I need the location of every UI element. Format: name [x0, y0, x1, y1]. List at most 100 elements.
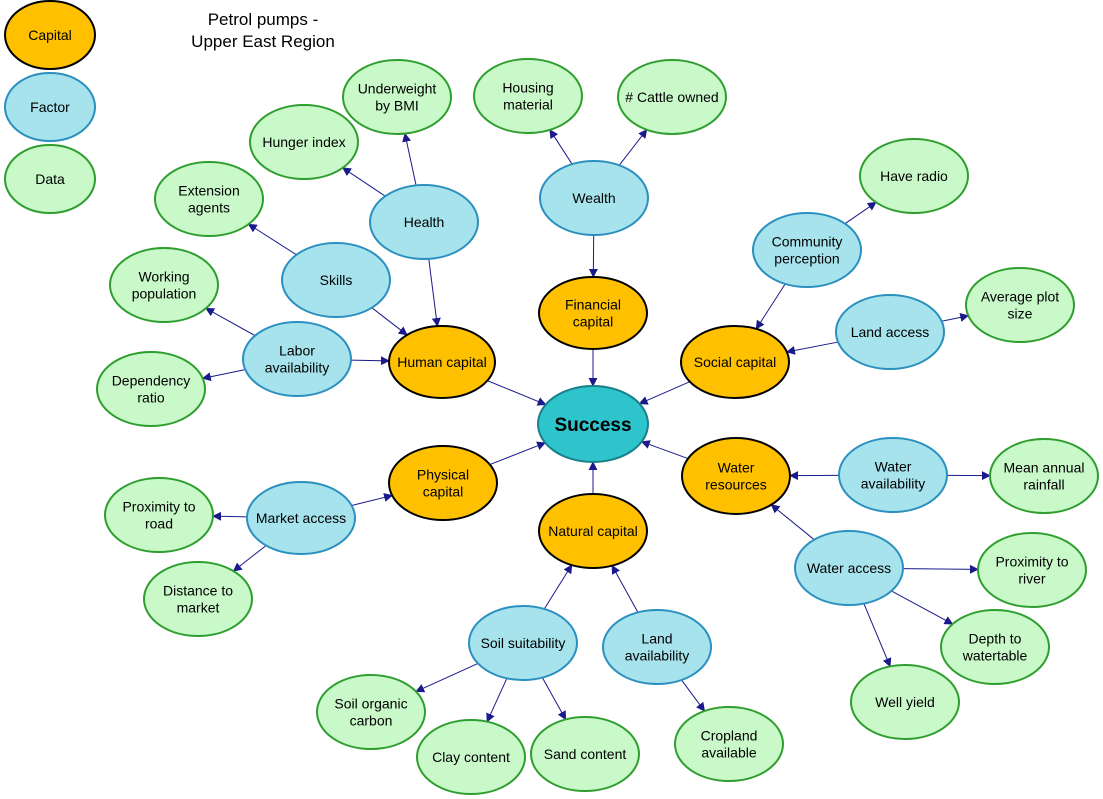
edge-landaccess-to-plotsize: [941, 312, 970, 322]
legend-label-factor: Factor: [30, 99, 70, 115]
legend-label-data: Data: [35, 171, 65, 187]
success-label: Success: [554, 415, 631, 436]
edge-labor-to-working: [205, 307, 256, 337]
cropland-label: available: [701, 745, 756, 761]
wateravail-ellipse: [838, 437, 948, 513]
edge-wateraccess-to-proxriver: [902, 564, 979, 574]
proxroad-label: road: [145, 516, 173, 532]
cattle-ellipse: [617, 59, 727, 135]
skills-ellipse: [281, 242, 391, 318]
landavail-ellipse: [602, 609, 712, 685]
extension-label: agents: [188, 200, 230, 216]
hunger-ellipse: [249, 104, 359, 180]
market-ellipse: [246, 481, 356, 555]
sand-ellipse: [530, 716, 640, 792]
dependency-label: Dependency: [112, 373, 191, 389]
legend-swatch-data: [4, 144, 96, 214]
edge-market-to-proxroad: [212, 511, 248, 521]
waterres-label: resources: [705, 477, 766, 493]
soilcarbon-ellipse: [316, 674, 426, 750]
edge-landavail-to-natural: [611, 564, 639, 613]
waterres-label: Water: [718, 460, 755, 476]
cropland-label: Cropland: [701, 728, 758, 744]
edge-soil-to-sand: [541, 677, 567, 721]
edge-skills-to-human: [371, 307, 408, 336]
success-node: Success: [537, 385, 649, 463]
social-node: Social capital: [680, 325, 790, 399]
soilcarbon-label: carbon: [350, 713, 393, 729]
sand-label: Sand content: [544, 746, 627, 762]
legend-item-capital: Capital: [4, 0, 96, 70]
social-label: Social capital: [694, 354, 777, 370]
skills-node: Skills: [281, 242, 391, 318]
natural-node: Natural capital: [538, 493, 648, 569]
diagram-title: Petrol pumps - Upper East Region: [191, 10, 335, 51]
radio-label: Have radio: [880, 168, 948, 184]
edge-waterres-to-success: [640, 440, 689, 460]
physical-ellipse: [388, 445, 498, 521]
edge-wealth-to-cattle: [618, 128, 648, 166]
edge-soil-to-clay: [486, 678, 508, 723]
title-line-1: Petrol pumps -: [208, 10, 319, 29]
market-node: Market access: [246, 481, 356, 555]
labor-label: availability: [265, 360, 330, 376]
skills-label: Skills: [320, 272, 353, 288]
community-label: perception: [774, 251, 839, 267]
legend-item-factor: Factor: [4, 72, 96, 142]
radio-node: Have radio: [859, 138, 969, 214]
landavail-label: availability: [625, 648, 690, 664]
edge-soil-to-soilcarbon: [415, 662, 479, 693]
physical-label: Physical: [417, 467, 469, 483]
edge-social-to-success: [638, 381, 691, 405]
clay-ellipse: [416, 719, 526, 795]
edge-labor-to-dependency: [201, 369, 246, 382]
edge-wateraccess-to-wellyield: [863, 603, 892, 668]
edge-human-to-success: [487, 380, 547, 406]
edge-landavail-to-cropland: [681, 679, 706, 712]
working-label: Working: [138, 269, 189, 285]
wealth-ellipse: [539, 160, 649, 236]
financial-label: capital: [573, 314, 613, 330]
proxroad-ellipse: [104, 477, 214, 553]
wateravail-label: availability: [861, 476, 926, 492]
edge-market-to-distmarket: [232, 545, 267, 572]
legend-swatch-capital: [4, 0, 96, 70]
soil-label: Soil suitability: [481, 635, 566, 651]
edge-health-to-underweight: [402, 132, 417, 186]
edge-labor-to-human: [350, 356, 390, 366]
edge-landaccess-to-social: [785, 341, 839, 355]
proxriver-label: river: [1018, 571, 1046, 587]
labor-label: Labor: [279, 343, 315, 359]
plotsize-ellipse: [965, 267, 1075, 343]
social-ellipse: [680, 325, 790, 399]
depth-label: watertable: [962, 648, 1028, 664]
community-label: Community: [772, 234, 843, 250]
physical-label: capital: [423, 484, 463, 500]
housing-label: material: [503, 97, 553, 113]
distmarket-ellipse: [143, 561, 253, 637]
edge-community-to-social: [755, 283, 786, 330]
edge-physical-to-success: [489, 441, 547, 466]
natural-ellipse: [538, 493, 648, 569]
landavail-label: Land: [641, 631, 672, 647]
natural-label: Natural capital: [548, 523, 638, 539]
cattle-node: # Cattle owned: [617, 59, 727, 135]
housing-label: Housing: [502, 80, 553, 96]
dependency-ellipse: [96, 351, 206, 427]
wateraccess-ellipse: [794, 530, 904, 606]
cattle-label: # Cattle owned: [625, 89, 718, 105]
title-line-2: Upper East Region: [191, 32, 335, 51]
